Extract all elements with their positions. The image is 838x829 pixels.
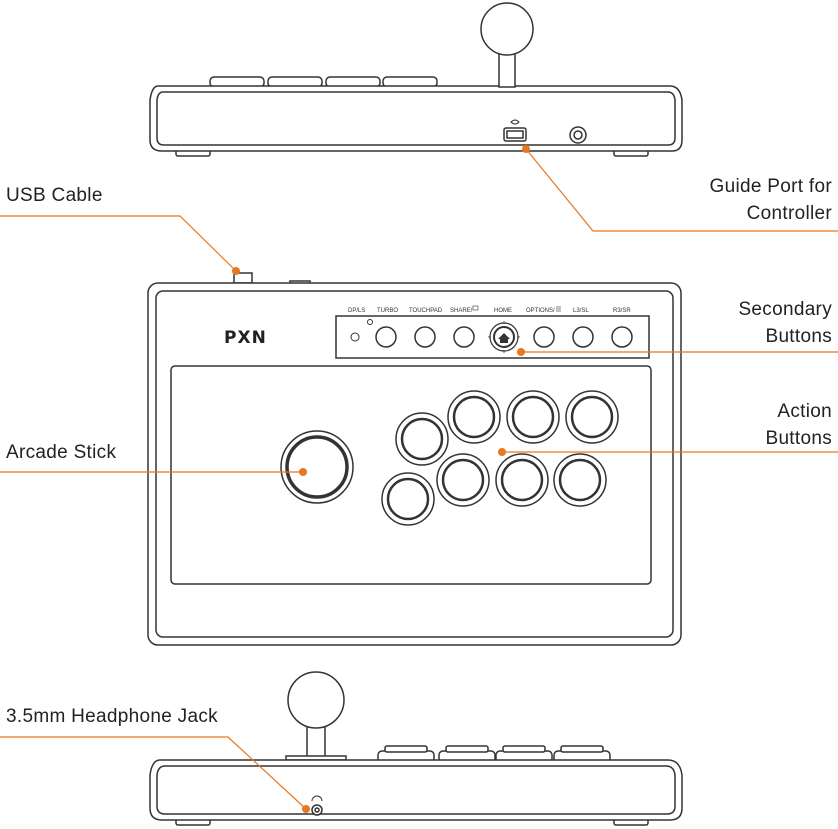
options-button bbox=[533, 326, 555, 348]
action-buttons-label-line2: Buttons bbox=[765, 428, 832, 449]
label-home: HOME bbox=[494, 308, 512, 314]
action-button bbox=[558, 458, 602, 502]
brand-logo: PXN bbox=[224, 328, 267, 348]
action-button bbox=[400, 417, 444, 461]
share-button bbox=[453, 326, 475, 348]
front-stick-ball bbox=[287, 671, 345, 729]
guide-port-leader bbox=[525, 148, 838, 232]
turbo-led bbox=[367, 319, 373, 325]
rear-stick-shaft bbox=[498, 51, 516, 88]
label-touchpad: TOUCHPAD bbox=[409, 308, 443, 314]
turbo-button bbox=[375, 326, 397, 348]
label-turbo: TURBO bbox=[377, 308, 398, 314]
action-button bbox=[500, 458, 544, 502]
secondary-buttons-label-line1: Secondary bbox=[738, 299, 832, 320]
label-share: SHARE/ bbox=[450, 308, 473, 314]
label-l3-sl: L3/SL bbox=[573, 308, 589, 314]
usb-cable-leader bbox=[0, 215, 237, 272]
headphone-leader bbox=[0, 736, 307, 810]
rear-round-port bbox=[569, 126, 587, 144]
action-buttons-label-line1: Action bbox=[777, 401, 832, 422]
label-r3-sr: R3/SR bbox=[613, 308, 631, 314]
label-dp-ls: DP/LS bbox=[348, 308, 365, 314]
dp-ls-switch bbox=[350, 332, 360, 342]
action-buttons-label: Action Buttons bbox=[765, 398, 832, 452]
options-icon bbox=[556, 306, 561, 312]
secondary-buttons-label-line2: Buttons bbox=[765, 326, 832, 347]
usb-cable-label: USB Cable bbox=[6, 185, 103, 206]
r3-sr-button bbox=[611, 326, 633, 348]
rear-view bbox=[149, 2, 683, 157]
share-icon bbox=[472, 305, 479, 311]
guide-port-label-line2: Controller bbox=[746, 203, 832, 224]
action-button bbox=[452, 395, 496, 439]
arcade-stick-ball bbox=[285, 435, 349, 499]
label-options: OPTIONS/ bbox=[526, 308, 555, 314]
guide-port-label: Guide Port for Controller bbox=[710, 173, 832, 227]
action-button bbox=[441, 458, 485, 502]
secondary-buttons-label: Secondary Buttons bbox=[738, 296, 832, 350]
home-icon bbox=[498, 333, 510, 343]
guide-port-label-line1: Guide Port for bbox=[709, 176, 832, 197]
headphone-jack-label: 3.5mm Headphone Jack bbox=[6, 706, 218, 727]
arcade-stick-label: Arcade Stick bbox=[6, 442, 117, 463]
touchpad-button bbox=[414, 326, 436, 348]
main-view bbox=[147, 272, 682, 646]
l3-sl-button bbox=[572, 326, 594, 348]
home-ring-ticks bbox=[488, 321, 520, 353]
headphone-jack bbox=[311, 804, 323, 816]
headphone-icon bbox=[311, 795, 323, 802]
action-button bbox=[570, 395, 614, 439]
action-button bbox=[511, 395, 555, 439]
rear-stick-ball bbox=[480, 2, 534, 56]
front-view bbox=[149, 671, 683, 826]
action-button bbox=[386, 477, 430, 521]
